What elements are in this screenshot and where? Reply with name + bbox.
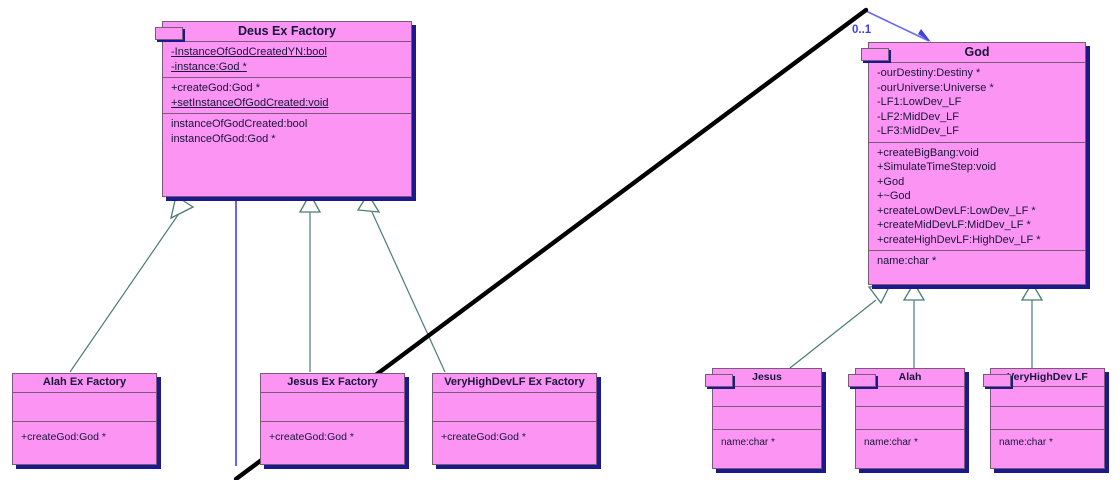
- property-row: name:char *: [999, 437, 1053, 449]
- generalization-alah-ex-factory: [69, 194, 195, 373]
- class-tab-icon: [983, 374, 1011, 387]
- attribute-row: -ourUniverse:Universe *: [877, 81, 994, 94]
- property-row: name:char *: [721, 437, 775, 449]
- class-box-alah-ex-factory[interactable]: Alah Ex Factory +createGod:God *: [12, 373, 157, 465]
- compartment-divider: [433, 420, 596, 422]
- compartment-divider: [163, 77, 411, 79]
- operation-row: +~God: [877, 190, 911, 203]
- class-box-jesus[interactable]: Jesus name:char *: [705, 368, 822, 469]
- properties-compartment-veryhighdev-lf: name:char *: [991, 430, 1104, 452]
- attributes-compartment-veryhighdev-lf: [991, 387, 1104, 406]
- compartment-divider: [713, 429, 821, 431]
- property-row: instanceOfGodCreated:bool: [171, 118, 308, 131]
- compartment-divider: [13, 420, 156, 422]
- property-row: name:char *: [864, 437, 918, 449]
- compartment-divider: [991, 429, 1104, 431]
- compartment-divider: [869, 141, 1085, 143]
- attributes-compartment-alah: [856, 387, 964, 406]
- compartment-divider: [713, 406, 821, 408]
- compartment-divider: [869, 250, 1085, 252]
- compartment-divider: [991, 386, 1104, 388]
- compartment-divider: [163, 113, 411, 115]
- compartment-divider: [261, 420, 404, 422]
- generalization-veryhighdevlf-ex-factory: [356, 192, 446, 373]
- operations-compartment-alah: [856, 407, 964, 429]
- class-tab-icon: [705, 374, 733, 387]
- compartment-divider: [433, 391, 596, 393]
- operation-row: +setInstanceOfGodCreated:void: [171, 96, 329, 109]
- operation-row: +createMidDevLF:MidDev_LF *: [877, 219, 1031, 232]
- generalization-jesus-ex-factory: [298, 192, 322, 372]
- class-box-alah[interactable]: Alah name:char *: [848, 368, 965, 469]
- attribute-row: -LF1:LowDev_LF: [877, 96, 962, 109]
- compartment-divider: [856, 386, 964, 388]
- operations-compartment-jesus: [713, 407, 821, 429]
- operations-compartment-veryhighdevlf-ex-factory: +createGod:God *: [433, 422, 596, 448]
- class-title-deus-ex-factory: Deus Ex Factory: [238, 24, 336, 38]
- attributes-compartment-god: -ourDestiny:Destiny * -ourUniverse:Unive…: [869, 63, 1085, 142]
- class-title-alah: Alah: [898, 371, 922, 383]
- compartment-divider: [261, 391, 404, 393]
- attribute-row: -InstanceOfGodCreatedYN:bool: [171, 46, 327, 59]
- operation-row: +SimulateTimeStep:void: [877, 161, 997, 174]
- generalization-alah: [902, 281, 926, 368]
- class-title-alah-ex-factory: Alah Ex Factory: [42, 376, 127, 388]
- class-title-jesus: Jesus: [752, 371, 782, 383]
- operation-row: +createGod:God *: [441, 430, 526, 443]
- property-row: name:char *: [877, 255, 937, 268]
- class-box-deus-ex-factory[interactable]: Deus Ex Factory -InstanceOfGodCreatedYN:…: [155, 21, 412, 197]
- operations-compartment-veryhighdev-lf: [991, 407, 1104, 429]
- operation-row: +createLowDevLF:LowDev_LF *: [877, 204, 1036, 217]
- operation-row: +createBigBang:void: [877, 146, 979, 159]
- class-title-veryhighdevlf-ex-factory: VeryHighDevLF Ex Factory: [444, 376, 585, 388]
- compartment-divider: [869, 62, 1085, 64]
- properties-compartment-alah: name:char *: [856, 430, 964, 452]
- compartment-divider: [13, 391, 156, 393]
- multiplicity-label-0-1: 0..1: [852, 24, 872, 36]
- attributes-compartment-deus-ex-factory: -InstanceOfGodCreatedYN:bool -instance:G…: [163, 42, 411, 77]
- operation-row: +God: [877, 175, 905, 188]
- operation-row: +createGod:God *: [269, 430, 354, 443]
- operation-row: +createHighDevLF:HighDev_LF *: [877, 233, 1041, 246]
- compartment-divider: [713, 386, 821, 388]
- class-tab-icon: [861, 48, 889, 61]
- class-tab-icon: [155, 27, 183, 40]
- property-row: instanceOfGod:God *: [171, 132, 276, 145]
- attribute-row: -LF2:MidDev_LF: [877, 110, 959, 123]
- properties-compartment-deus-ex-factory: instanceOfGodCreated:bool instanceOfGod:…: [163, 114, 411, 149]
- attributes-compartment-alah-ex-factory: [13, 393, 156, 421]
- compartment-divider: [163, 41, 411, 43]
- generalization-veryhighdev-lf: [1020, 281, 1044, 368]
- class-tab-icon: [848, 374, 876, 387]
- generalization-jesus: [789, 284, 892, 369]
- class-box-veryhighdev-lf[interactable]: VeryHighDev LF name:char *: [983, 368, 1105, 469]
- class-box-jesus-ex-factory[interactable]: Jesus Ex Factory +createGod:God *: [260, 373, 405, 465]
- operation-row: +createGod:God *: [171, 82, 260, 95]
- class-title-jesus-ex-factory: Jesus Ex Factory: [287, 376, 378, 388]
- operations-compartment-jesus-ex-factory: +createGod:God *: [261, 422, 404, 448]
- properties-compartment-jesus: name:char *: [713, 430, 821, 452]
- compartment-divider: [856, 406, 964, 408]
- operations-compartment-deus-ex-factory: +createGod:God * +setInstanceOfGodCreate…: [163, 78, 411, 113]
- operation-row: +createGod:God *: [21, 430, 106, 443]
- attributes-compartment-veryhighdevlf-ex-factory: [433, 393, 596, 421]
- attribute-row: -instance:God *: [171, 60, 247, 73]
- operations-compartment-god: +createBigBang:void +SimulateTimeStep:vo…: [869, 143, 1085, 251]
- attributes-compartment-jesus-ex-factory: [261, 393, 404, 421]
- operations-compartment-alah-ex-factory: +createGod:God *: [13, 422, 156, 448]
- attribute-row: -ourDestiny:Destiny *: [877, 67, 981, 80]
- compartment-divider: [856, 429, 964, 431]
- compartment-divider: [991, 406, 1104, 408]
- class-box-veryhighdevlf-ex-factory[interactable]: VeryHighDevLF Ex Factory +createGod:God …: [432, 373, 597, 465]
- class-title-veryhighdev-lf: VeryHighDev LF: [1007, 371, 1088, 383]
- attribute-row: -LF3:MidDev_LF: [877, 125, 959, 138]
- properties-compartment-god: name:char *: [869, 251, 1085, 272]
- class-box-god[interactable]: God -ourDestiny:Destiny * -ourUniverse:U…: [861, 42, 1086, 285]
- attributes-compartment-jesus: [713, 387, 821, 406]
- class-title-god: God: [964, 45, 990, 59]
